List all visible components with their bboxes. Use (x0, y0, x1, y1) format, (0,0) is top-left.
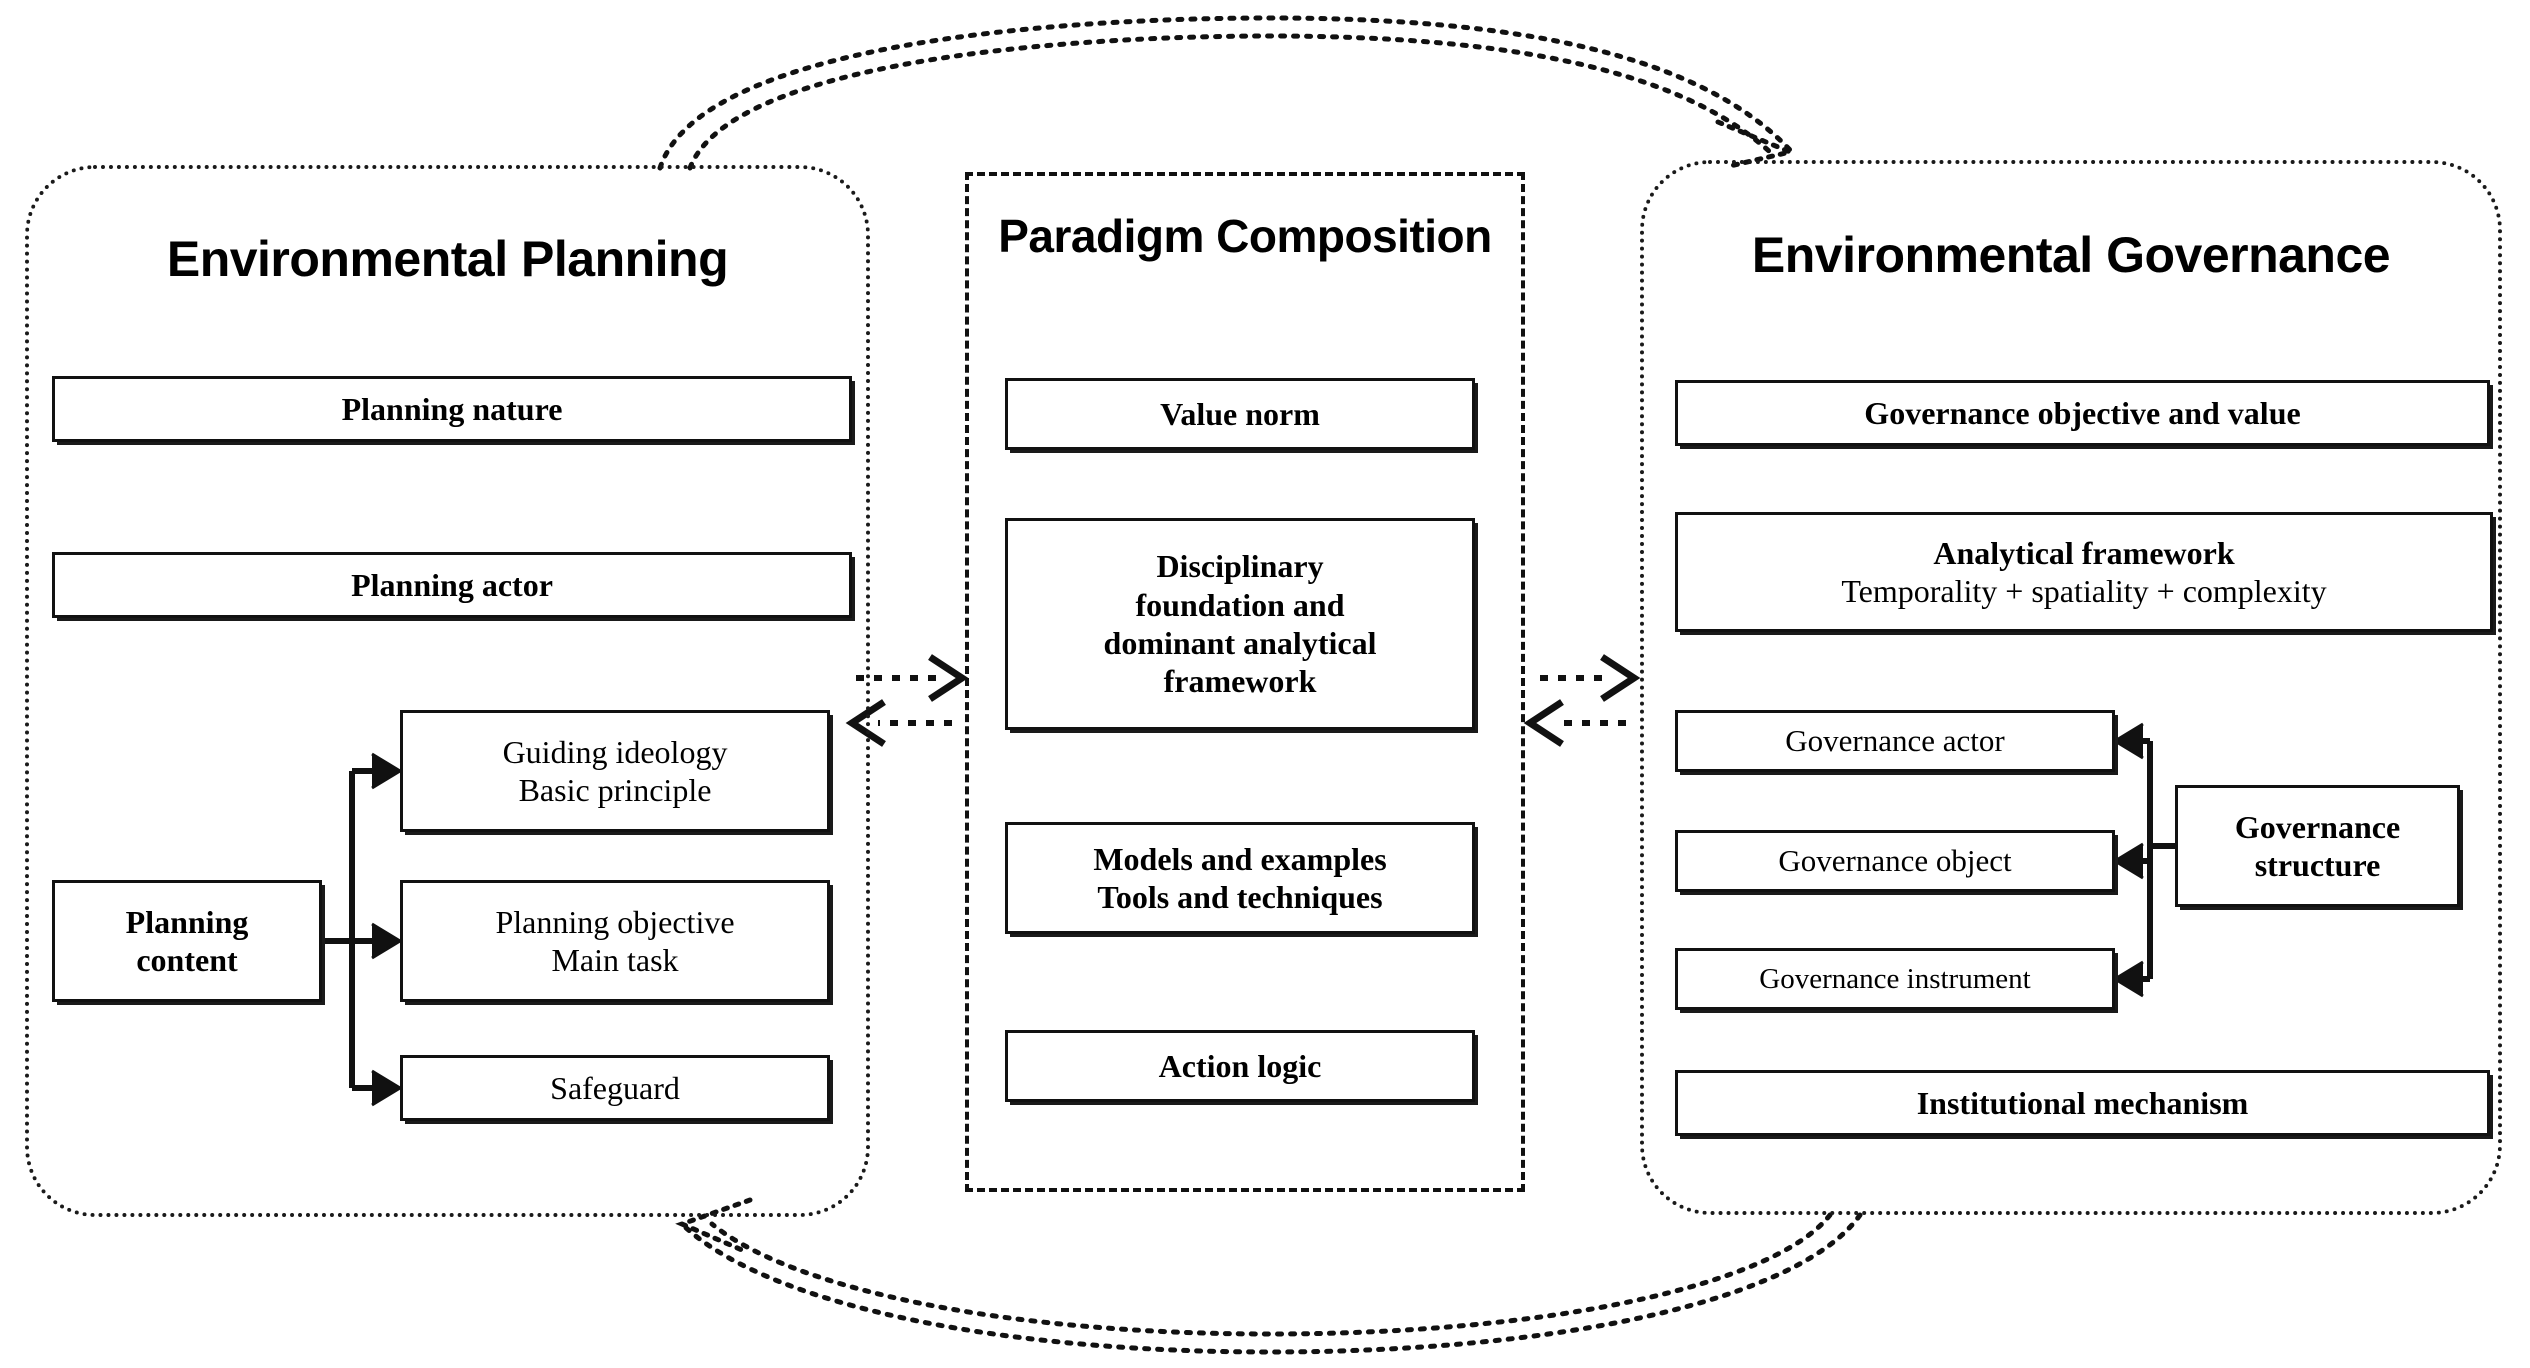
box-label-governance-instrument: Governance instrument (1759, 962, 2031, 995)
box-label-governance-objective-and-value: Governance objective and value (1864, 394, 2301, 431)
box-value-norm: Value norm (1005, 378, 1475, 450)
box-label-value-norm: Value norm (1160, 395, 1320, 432)
box-planning-objective: Planning objective Main task (400, 880, 830, 1002)
box-label-safeguard: Safeguard (550, 1069, 680, 1106)
box-label-guiding-ideology: Guiding ideology Basic principle (403, 733, 827, 810)
disciplinary-line-2: foundation and (1135, 586, 1345, 623)
guiding-line-1: Guiding ideology (502, 733, 728, 770)
box-governance-instrument: Governance instrument (1675, 948, 2115, 1010)
disciplinary-line-3: dominant analytical (1103, 625, 1377, 661)
arrow-planning-to-paradigm (856, 654, 969, 702)
box-institutional-mechanism: Institutional mechanism (1675, 1070, 2490, 1136)
box-planning-nature: Planning nature (52, 376, 852, 442)
box-label-analytical-framework: Analytical framework Temporality + spati… (1678, 534, 2490, 611)
box-label-models-and-examples: Models and examples Tools and techniques (1008, 840, 1472, 917)
analytical-line-1: Analytical framework (1933, 534, 2235, 571)
box-disciplinary-foundation: Disciplinary foundation and dominant ana… (1005, 518, 1475, 730)
box-action-logic: Action logic (1005, 1030, 1475, 1102)
governance-structure-line-2: structure (2254, 847, 2381, 883)
box-label-governance-structure: Governance structure (2178, 808, 2457, 885)
box-label-governance-object: Governance object (1778, 843, 2012, 879)
arrow-governance-to-paradigm (1523, 699, 1626, 747)
box-guiding-ideology: Guiding ideology Basic principle (400, 710, 830, 832)
models-line-1: Models and examples (1093, 840, 1387, 877)
box-label-action-logic: Action logic (1158, 1047, 1322, 1084)
objective-line-2: Main task (551, 942, 679, 978)
box-analytical-framework: Analytical framework Temporality + spati… (1675, 512, 2493, 632)
analytical-line-2: Temporality + spatiality + complexity (1841, 573, 2327, 609)
panel-paradigm-composition (965, 172, 1525, 1192)
arrow-paradigm-to-governance (1540, 654, 1641, 702)
box-label-planning-content: Planning content (55, 903, 319, 980)
outer-bottom-arc (675, 1197, 1863, 1355)
guiding-line-2: Basic principle (518, 772, 712, 808)
box-safeguard: Safeguard (400, 1055, 830, 1121)
box-label-planning-nature: Planning nature (341, 390, 563, 427)
panel-environmental-governance (1640, 160, 2502, 1215)
box-label-planning-objective: Planning objective Main task (403, 903, 827, 980)
models-line-2: Tools and techniques (1097, 879, 1383, 915)
planning-content-line-1: Planning (125, 903, 249, 940)
paradigm-title-line-1: Paradigm (998, 210, 1204, 262)
disciplinary-line-4: framework (1163, 663, 1317, 700)
box-governance-actor: Governance actor (1675, 710, 2115, 772)
box-label-planning-actor: Planning actor (351, 566, 553, 603)
box-label-institutional-mechanism: Institutional mechanism (1916, 1084, 2249, 1121)
box-governance-structure: Governance structure (2175, 785, 2460, 907)
panel-title-environmental-governance: Environmental Governance (1751, 227, 2391, 283)
panel-environmental-planning (25, 165, 870, 1217)
box-planning-actor: Planning actor (52, 552, 852, 618)
box-models-and-examples: Models and examples Tools and techniques (1005, 822, 1475, 934)
outer-top-arc (657, 15, 1799, 171)
paradigm-title-line-2: Composition (1216, 210, 1492, 262)
box-label-governance-actor: Governance actor (1785, 723, 2005, 759)
governance-structure-branch (2112, 722, 2175, 998)
arrow-paradigm-to-planning (845, 699, 952, 747)
box-governance-objective-and-value: Governance objective and value (1675, 380, 2490, 446)
disciplinary-line-1: Disciplinary (1156, 548, 1324, 585)
box-label-disciplinary-foundation: Disciplinary foundation and dominant ana… (1008, 547, 1472, 701)
governance-structure-line-1: Governance (2234, 808, 2401, 845)
box-governance-object: Governance object (1675, 830, 2115, 892)
objective-line-1: Planning objective (495, 903, 735, 940)
planning-content-line-2: content (136, 942, 238, 978)
panel-title-paradigm-composition: Paradigm Composition (965, 210, 1525, 262)
panel-title-environmental-planning: Environmental Planning (166, 231, 729, 287)
box-planning-content: Planning content (52, 880, 322, 1002)
